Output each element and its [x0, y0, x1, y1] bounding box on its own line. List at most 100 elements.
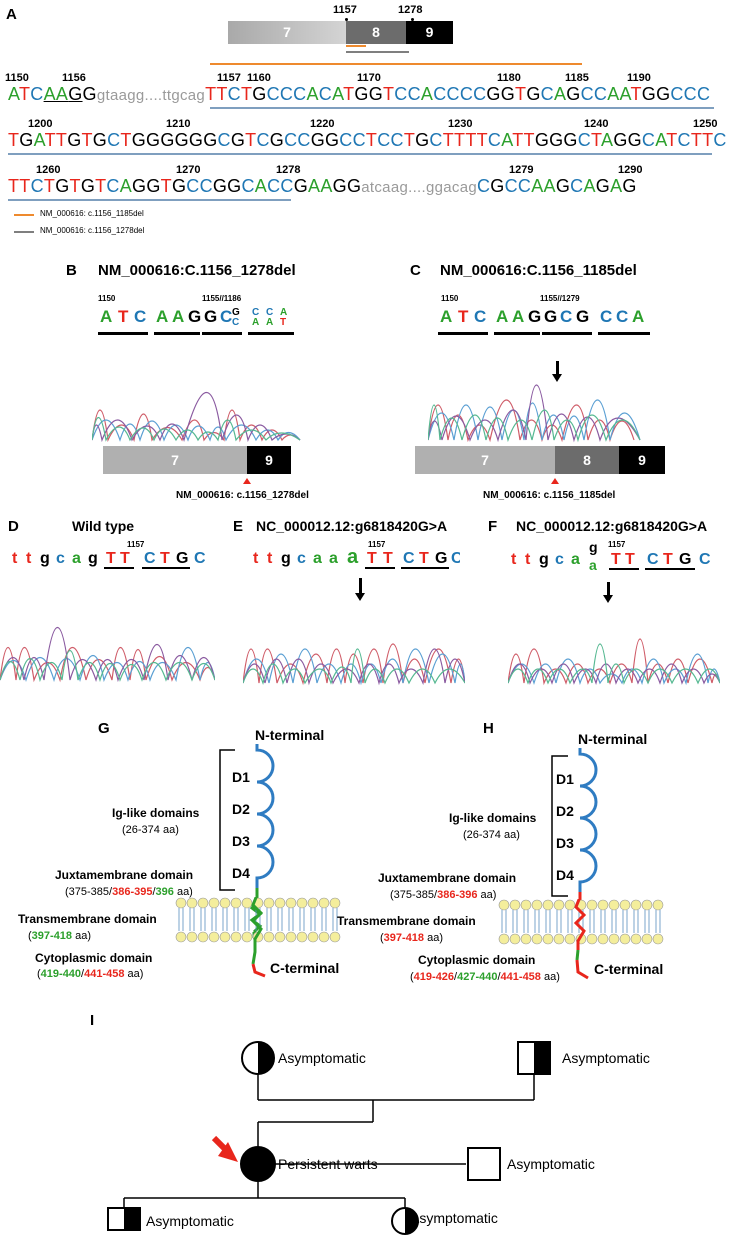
- legend-orange-swatch: [14, 214, 34, 216]
- panel-b-caption: NM_000616: c.1156_1278del: [176, 490, 309, 501]
- svg-text:A: A: [632, 307, 644, 326]
- svg-text:C: C: [699, 551, 711, 568]
- panel-h-tm-label: Transmembrane domain: [337, 914, 476, 928]
- svg-text:C: C: [560, 307, 572, 326]
- svg-text:A: A: [280, 307, 287, 318]
- svg-text:t: t: [525, 551, 531, 568]
- panel-d-title: Wild type: [72, 518, 135, 534]
- panel-g-d1: D1: [232, 769, 250, 785]
- panel-e-chromatogram: [243, 643, 465, 686]
- pos-1210: 1210: [166, 118, 191, 130]
- pos-1220: 1220: [310, 118, 335, 130]
- panel-c-red-arrow: [551, 478, 559, 484]
- panel-g-cyto-label: Cytoplasmic domain: [35, 951, 153, 965]
- svg-text:A: A: [100, 307, 112, 326]
- svg-text:C: C: [134, 307, 146, 326]
- svg-text:a: a: [589, 557, 597, 573]
- panel-c-exon-8: 8: [555, 446, 619, 474]
- svg-text:t: t: [26, 550, 32, 567]
- panel-c-chromatogram: [428, 384, 641, 443]
- pedigree-daughter: [391, 1207, 419, 1235]
- panel-c-exon-7: 7: [415, 446, 555, 474]
- panel-h-tm-range: (397-418 aa): [380, 932, 444, 944]
- svg-text:A: A: [440, 307, 452, 326]
- del-line-orange-short: [346, 45, 366, 47]
- panel-g-c-terminal: C-terminal: [270, 960, 340, 976]
- svg-text:T: T: [611, 551, 621, 568]
- pos-1190: 1190: [627, 72, 651, 84]
- panel-f-arrowhead: [603, 595, 613, 603]
- sequence-row-1: ATCAAGGgtaagg....ttgcagTTCTGCCCACATGGTCC…: [8, 84, 711, 104]
- pos-1185: 1185: [565, 72, 589, 84]
- svg-text:T: T: [625, 551, 635, 568]
- exon8-underline-row1: [210, 107, 714, 109]
- svg-text:t: t: [511, 551, 517, 568]
- exon8-underline-row3: [8, 199, 291, 201]
- pos-1230: 1230: [448, 118, 473, 130]
- panel-h-jm-range: (375-385/386-396 aa): [390, 889, 497, 901]
- panel-g-tm-range: (397-418 aa): [28, 930, 92, 942]
- panel-b-pos-junction: 1155//1186: [202, 294, 242, 303]
- pos-1278: 1278: [276, 164, 301, 176]
- panel-g-tm-label: Transmembrane domain: [18, 912, 157, 926]
- sequence-row-2: TGATTGTGCTGGGGGGCGTCGCCGGCCTCCTGCTTTTCAT…: [8, 130, 727, 150]
- pedigree-grandmother: [241, 1041, 275, 1075]
- panel-b-exon-bar: 7 9: [103, 446, 291, 474]
- svg-text:G: G: [232, 307, 240, 318]
- legend-gray-swatch: [14, 231, 34, 233]
- panel-c-black-arrow: [556, 361, 559, 375]
- svg-text:a: a: [72, 550, 81, 567]
- panel-g-jm-range: (375-385/386-395/396 aa): [65, 886, 193, 898]
- svg-text:T: T: [663, 551, 673, 568]
- panel-f-arrow: [607, 582, 610, 596]
- svg-text:c: c: [555, 551, 564, 568]
- svg-text:A: A: [266, 317, 273, 328]
- panel-e-title: NC_000012.12:g6818420G>A: [256, 518, 448, 534]
- svg-text:G: G: [528, 307, 541, 326]
- panel-g-membrane: [175, 897, 341, 943]
- panel-e-pos: 1157: [368, 540, 386, 549]
- panel-b-red-arrow: [243, 478, 251, 484]
- panel-h-c-terminal: C-terminal: [594, 961, 664, 977]
- del-line-gray-short: [346, 51, 409, 53]
- panel-c-pos-junction: 1155//1279: [540, 294, 580, 303]
- panel-h-cyto-range: (419-426/427-440/441-458 aa): [410, 971, 560, 983]
- pos-1260: 1260: [36, 164, 61, 176]
- panel-g-cyto-range: (419-440/441-458 aa): [37, 968, 144, 980]
- panel-h-n-terminal: N-terminal: [578, 731, 648, 747]
- panel-b-exon-7: 7: [103, 446, 247, 474]
- svg-text:C: C: [194, 550, 206, 567]
- svg-text:T: T: [106, 550, 116, 567]
- sequence-row-3: TTCTGTGTCAGGTGCCGGCACCGAAGGatcaag....gga…: [8, 176, 637, 196]
- pedigree-grandfather: [517, 1041, 551, 1075]
- svg-text:a: a: [347, 546, 359, 568]
- panel-label-d: D: [8, 518, 19, 535]
- panel-g-c-tail: [251, 940, 266, 978]
- panel-h-ig-label: Ig-like domains: [449, 811, 537, 825]
- svg-text:T: T: [160, 550, 170, 567]
- pos-1150: 1150: [5, 72, 29, 84]
- svg-text:c: c: [297, 550, 306, 567]
- panel-e-arrow: [359, 578, 362, 594]
- svg-text:G: G: [204, 307, 217, 326]
- panel-d-chromatogram: [0, 627, 215, 683]
- exon-9: 9: [406, 21, 453, 44]
- panel-g-ig-range: (26-374 aa): [122, 824, 179, 836]
- panel-g-n-terminal: N-terminal: [255, 727, 325, 743]
- svg-text:A: A: [496, 307, 508, 326]
- pedigree-daughter-label: Asymptomatic: [410, 1210, 498, 1226]
- svg-text:t: t: [267, 550, 273, 567]
- pos-1170: 1170: [357, 72, 381, 84]
- svg-text:a: a: [571, 551, 580, 568]
- panel-label-f: F: [488, 518, 498, 535]
- exon8-underline-row2: [8, 153, 712, 155]
- marker-dot: [411, 18, 414, 21]
- svg-text:g: g: [539, 551, 549, 568]
- pedigree-grandmother-label: Asymptomatic: [278, 1050, 366, 1066]
- panel-f-chromatogram: [508, 638, 720, 686]
- panel-f-title: NC_000012.12:g6818420G>A: [516, 518, 708, 534]
